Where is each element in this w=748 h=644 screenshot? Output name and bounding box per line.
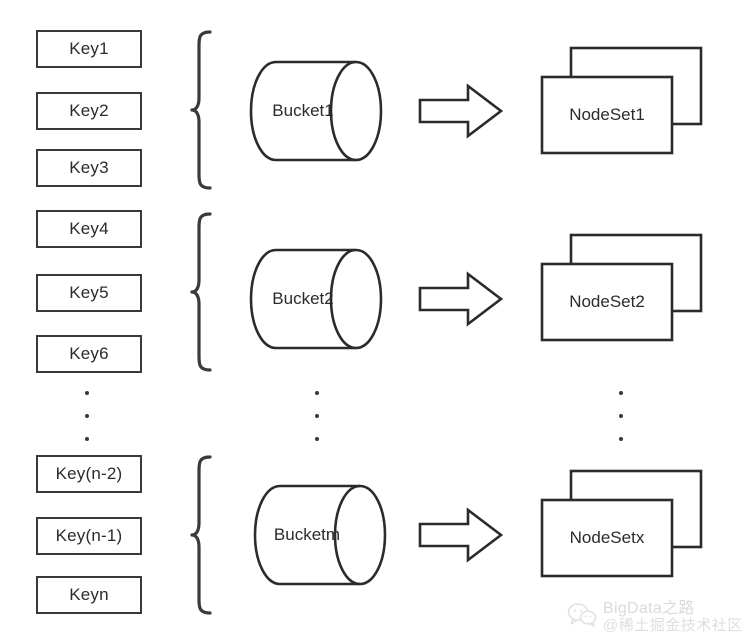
curly-brace-icon — [190, 30, 218, 190]
bucket-label: Bucket2 — [272, 289, 334, 308]
bucket-label: Bucket1 — [272, 101, 334, 120]
dot — [619, 414, 623, 418]
key-box: Key4 — [36, 210, 142, 248]
dot — [85, 437, 89, 441]
dot — [85, 414, 89, 418]
watermark-title: BigData之路 — [603, 600, 695, 617]
bucket-label: Bucketm — [273, 525, 341, 544]
nodeset-stack — [540, 45, 708, 157]
nodeset-stack — [540, 232, 708, 344]
wechat-icon — [567, 602, 597, 633]
nodeset-label: NodeSet2 — [569, 292, 645, 311]
dot — [315, 437, 319, 441]
ellipsis-nodesets — [618, 391, 624, 441]
ellipsis-keys — [84, 391, 90, 441]
curly-brace-icon — [190, 455, 218, 615]
bucket-cylinder — [248, 60, 388, 162]
key-box: Key(n-2) — [36, 455, 142, 493]
dot — [315, 414, 319, 418]
key-box: Keyn — [36, 576, 142, 614]
key-box: Key2 — [36, 92, 142, 130]
dot — [315, 391, 319, 395]
bucket-cylinder — [252, 484, 392, 586]
nodeset-label: NodeSetx — [569, 528, 645, 547]
curly-brace-icon — [190, 212, 218, 372]
nodeset-stack — [540, 468, 708, 580]
key-box: Key5 — [36, 274, 142, 312]
key-box: Key(n-1) — [36, 517, 142, 555]
nodeset-label: NodeSet1 — [569, 105, 645, 124]
watermark-handle: @稀土掘金技术社区 — [603, 616, 743, 634]
dot — [619, 391, 623, 395]
key-box: Key6 — [36, 335, 142, 373]
bucket-cylinder — [248, 248, 388, 350]
key-box: Key3 — [36, 149, 142, 187]
key-box: Key1 — [36, 30, 142, 68]
flow-arrow-icon — [418, 507, 504, 563]
flow-arrow-icon — [418, 271, 504, 327]
dot — [85, 391, 89, 395]
dot — [619, 437, 623, 441]
ellipsis-buckets — [314, 391, 320, 441]
watermark: BigData之路 @稀土掘金技术社区 — [567, 600, 743, 635]
flow-arrow-icon — [418, 83, 504, 139]
